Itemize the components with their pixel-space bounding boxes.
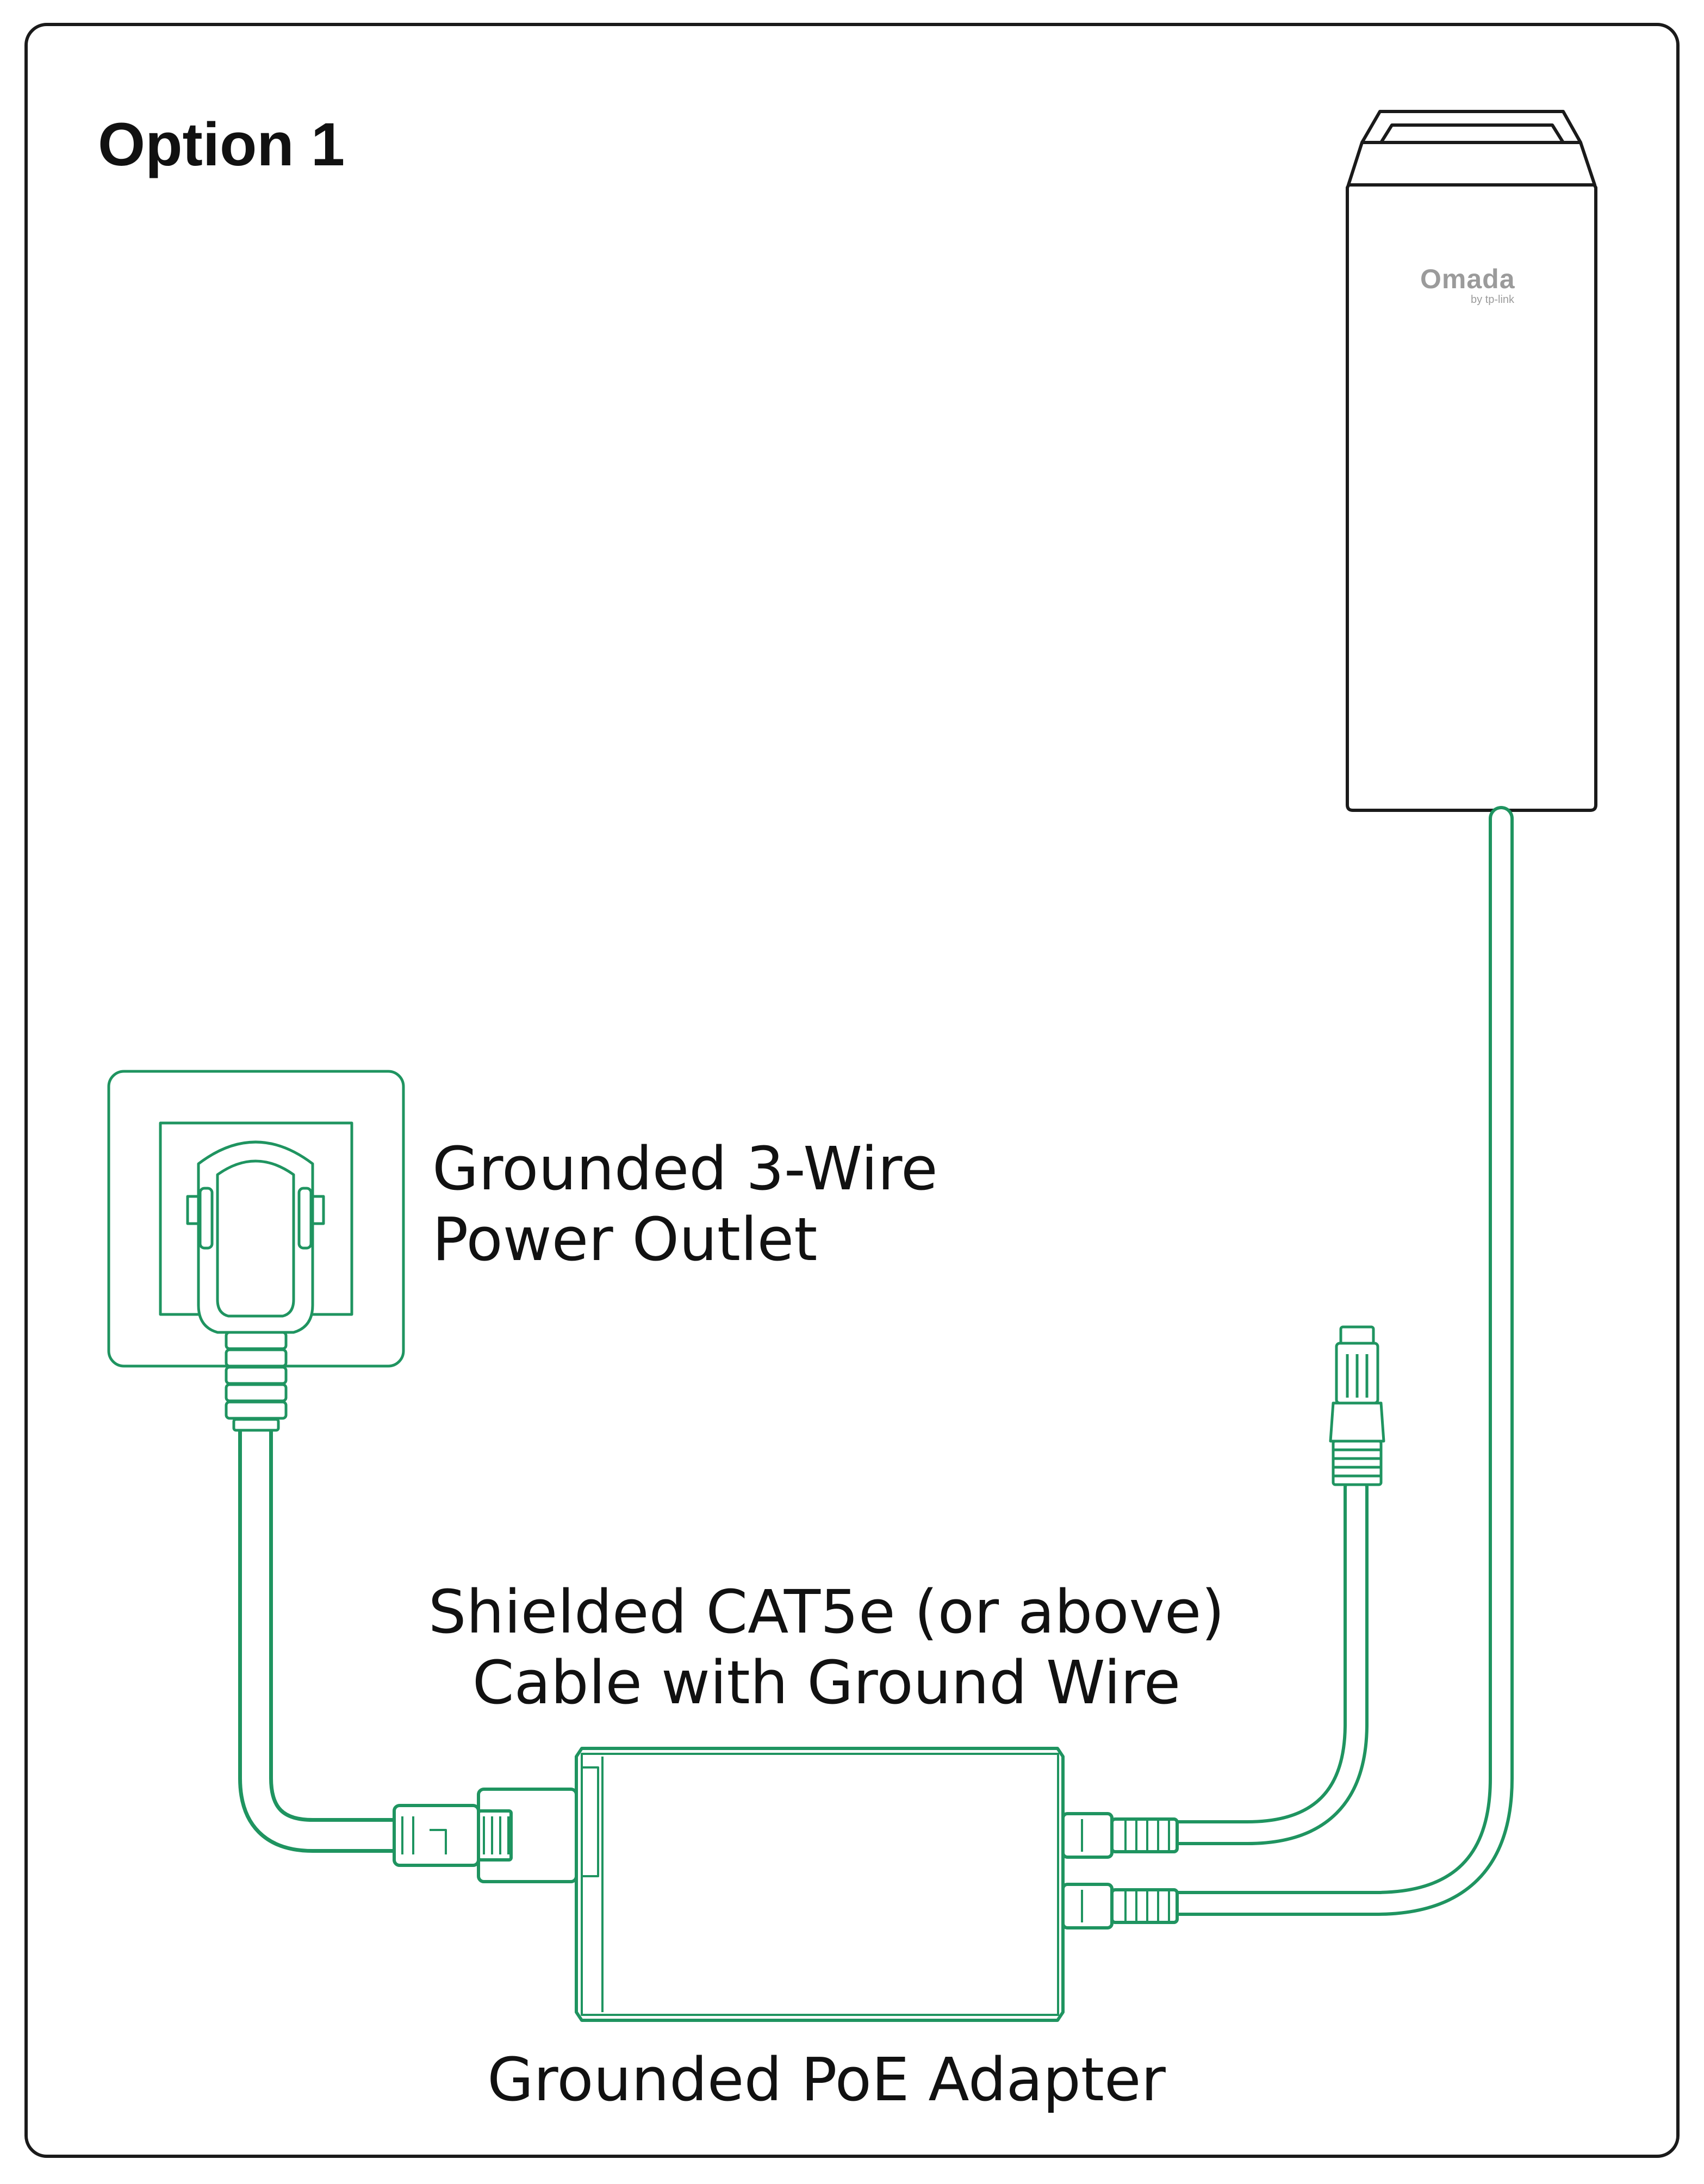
cable-label-line2: Cable with Ground Wire xyxy=(472,1647,1181,1717)
power-cable xyxy=(238,1407,412,1853)
option-title: Option 1 xyxy=(98,110,345,178)
diagram-frame xyxy=(24,23,1680,2158)
access-point-device xyxy=(1346,110,1597,820)
cable-label-line1: Shielded CAT5e (or above) xyxy=(428,1577,1225,1647)
power-outlet-label: Grounded 3-Wire Power Outlet xyxy=(432,1134,938,1275)
power-outlet-label-line1: Grounded 3-Wire xyxy=(432,1134,938,1203)
tp-link-logo: by tp-link xyxy=(1471,294,1515,306)
poe-adapter-label: Grounded PoE Adapter xyxy=(487,2045,1166,2114)
cable-label: Shielded CAT5e (or above) Cable with Gro… xyxy=(424,1577,1229,1718)
cables xyxy=(238,806,1514,1916)
poe-adapter xyxy=(393,1747,1179,2022)
power-outlet-label-line2: Power Outlet xyxy=(432,1204,818,1274)
power-outlet xyxy=(107,1070,405,1432)
rj45-connector xyxy=(1329,1325,1385,1486)
omada-logo: Omada xyxy=(1420,264,1515,294)
